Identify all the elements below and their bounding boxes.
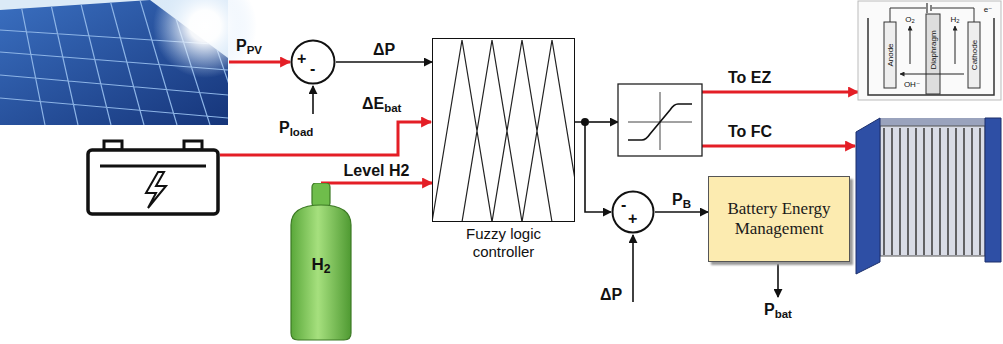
- hydrogen-tank: H2: [290, 183, 352, 341]
- signal-label: Pload: [279, 118, 313, 138]
- battery-bar: [100, 165, 206, 168]
- ion-arrow: [900, 74, 964, 75]
- end-plate: [985, 118, 1001, 262]
- text-part: P: [279, 119, 290, 136]
- sum-sign: +: [297, 50, 306, 68]
- fuel-cell-stack: [856, 118, 1001, 274]
- text-part: P: [764, 301, 775, 318]
- sun-glow: [153, 0, 257, 78]
- tank-label: H2: [311, 255, 330, 275]
- signal-label: PPV: [236, 36, 262, 56]
- energy-management-box: Battery Energy Management: [708, 176, 850, 262]
- junction-circle: [292, 41, 335, 84]
- signal-label: Level H2: [342, 161, 412, 181]
- saturation-curve: [628, 104, 692, 140]
- text-part: P: [236, 37, 247, 54]
- signal-connector: [321, 182, 432, 185]
- fuzzy-membership: [432, 38, 582, 222]
- saturation-frame: [618, 84, 702, 156]
- block-caption: Fuzzy logic controller: [437, 225, 571, 261]
- text-part: H: [311, 255, 323, 274]
- sum-sign: -: [621, 196, 626, 214]
- gas-label: O2: [905, 15, 914, 24]
- load-power-wire: [312, 86, 314, 114]
- electrolyzer-frame: [858, 1, 1001, 100]
- subscript: PV: [247, 44, 262, 56]
- electrode-label: Anode: [886, 43, 895, 66]
- signal-label: ΔP: [600, 285, 622, 305]
- fuzzy-controller-box: Fuzzy logic controller: [432, 38, 575, 222]
- tank-body: [291, 205, 351, 340]
- anode-plate: [884, 22, 896, 88]
- electrolyzer: [858, 1, 1001, 100]
- electrode-label: Cathode: [970, 40, 979, 70]
- saturation-block: [618, 84, 702, 156]
- end-plate: [856, 118, 880, 274]
- battery-icon: [88, 141, 218, 214]
- text-part: ΔE: [362, 95, 384, 112]
- gas-label: H2: [951, 15, 960, 24]
- signal-label: To FC: [728, 122, 772, 142]
- saturation-input-wire: [589, 121, 618, 123]
- junction-circle: [613, 192, 654, 233]
- solar-panel: [0, 0, 257, 125]
- delta-power-wire: [632, 235, 634, 302]
- text-part: H: [951, 15, 957, 24]
- electrolyzer-wire: [890, 8, 974, 22]
- source-symbol: [926, 3, 927, 13]
- text-part: O: [905, 15, 911, 24]
- battery-body: [88, 150, 218, 214]
- pv-power-wire: [229, 61, 290, 64]
- lightning-symbol: [146, 172, 166, 208]
- battery-energy-wire: [220, 122, 431, 155]
- electrode-label: Diaphragm: [929, 30, 938, 69]
- electrolyzer-wire: [702, 91, 858, 94]
- stack-cells: [884, 128, 980, 255]
- subscript: 2: [912, 18, 915, 24]
- subscript: load: [290, 126, 314, 138]
- source-symbol: [930, 5, 931, 11]
- gas-arrow: [955, 26, 956, 64]
- electron-label: e⁻: [984, 5, 993, 14]
- signal-label: ΔEbat: [362, 94, 401, 114]
- subscript: bat: [384, 102, 401, 114]
- controller-ground: [432, 38, 575, 222]
- subscript: 2: [324, 262, 331, 276]
- signal-connector: [336, 61, 432, 63]
- sum-sign: +: [628, 210, 637, 228]
- signal-label: PB: [670, 190, 693, 210]
- stack-top: [880, 118, 985, 126]
- subscript: 2: [956, 18, 959, 24]
- text-part: P: [672, 191, 683, 208]
- battery-power-wire: [777, 264, 779, 297]
- fuel-cell-wire: [702, 145, 855, 148]
- membership-triangles: [433, 40, 574, 221]
- cathode-plate: [968, 22, 980, 88]
- block-label: Battery Energy Management: [715, 199, 843, 239]
- diaphragm-plate: [926, 14, 940, 94]
- subscript: B: [683, 198, 691, 210]
- signal-label: To EZ: [728, 68, 771, 88]
- summing-junction: -+: [611, 190, 655, 234]
- signal-connector: [575, 122, 611, 212]
- ion-label: OH⁻: [904, 80, 920, 89]
- signal-connector: [655, 211, 708, 213]
- sum-sign: -: [310, 60, 315, 78]
- stack-body: [880, 126, 985, 256]
- signal-label: ΔP: [371, 40, 397, 60]
- gas-arrow: [910, 26, 911, 64]
- subscript: bat: [775, 308, 792, 320]
- tank-valve: [312, 183, 330, 207]
- signal-label: Pbat: [764, 300, 792, 320]
- summing-junction: +-: [290, 39, 336, 85]
